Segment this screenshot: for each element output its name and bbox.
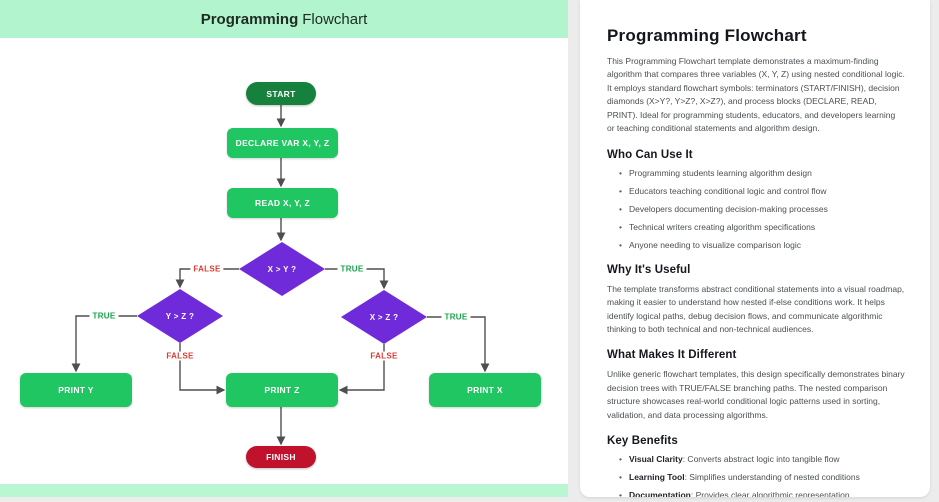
list-item: Learning Tool: Simplifies understanding …: [619, 472, 905, 483]
preview-header: Programming Flowchart: [0, 0, 568, 38]
edge-label-true: TRUE: [337, 264, 367, 274]
edge-label-false: FALSE: [190, 264, 224, 274]
edge-label-true: TRUE: [89, 311, 119, 321]
list-item: Visual Clarity: Converts abstract logic …: [619, 454, 905, 465]
list-item: Educators teaching conditional logic and…: [619, 186, 905, 197]
node-print-z[interactable]: PRINT Z: [226, 373, 338, 407]
section-heading-who-can-use: Who Can Use It: [607, 148, 693, 161]
flowchart-canvas: START DECLARE VAR X, Y, Z READ X, Y, Z X…: [0, 38, 568, 484]
details-panel: Programming Flowchart This Programming F…: [580, 0, 930, 497]
list-item: Developers documenting decision-making p…: [619, 204, 905, 215]
node-finish[interactable]: FINISH: [246, 446, 316, 468]
key-benefits-list: Visual Clarity: Converts abstract logic …: [607, 454, 905, 497]
edge-label-false: FALSE: [367, 351, 401, 361]
section-heading-key-benefits: Key Benefits: [607, 435, 678, 448]
preview-title-rest: Flowchart: [302, 10, 368, 28]
template-description: This Programming Flowchart template demo…: [607, 56, 905, 134]
section-heading-why-useful: Why It's Useful: [607, 263, 691, 276]
edge-label-false: FALSE: [163, 351, 197, 361]
node-print-x[interactable]: PRINT X: [429, 373, 541, 407]
node-print-y[interactable]: PRINT Y: [20, 373, 132, 407]
why-useful-text: The template transforms abstract conditi…: [607, 283, 905, 334]
preview-footer: [0, 484, 568, 497]
list-item: Programming students learning algorithm …: [619, 168, 905, 179]
page-title: Programming Flowchart: [607, 26, 807, 45]
list-item: Anyone needing to visualize comparison l…: [619, 240, 905, 251]
node-start[interactable]: START: [246, 82, 316, 105]
edge-label-true: TRUE: [441, 312, 471, 322]
section-heading-what-makes-it-different: What Makes It Different: [607, 349, 737, 362]
who-can-use-list: Programming students learning algorithm …: [607, 168, 905, 251]
list-item: Technical writers creating algorithm spe…: [619, 222, 905, 233]
list-item: Documentation: Provides clear algorithmi…: [619, 490, 905, 497]
node-read[interactable]: READ X, Y, Z: [227, 188, 338, 218]
template-preview-panel: Programming Flowchart STAR: [0, 0, 568, 497]
preview-title-bold: Programming: [200, 10, 299, 28]
node-declare-var[interactable]: DECLARE VAR X, Y, Z: [227, 128, 338, 158]
what-makes-it-different-text: Unlike generic flowchart templates, this…: [607, 369, 905, 420]
